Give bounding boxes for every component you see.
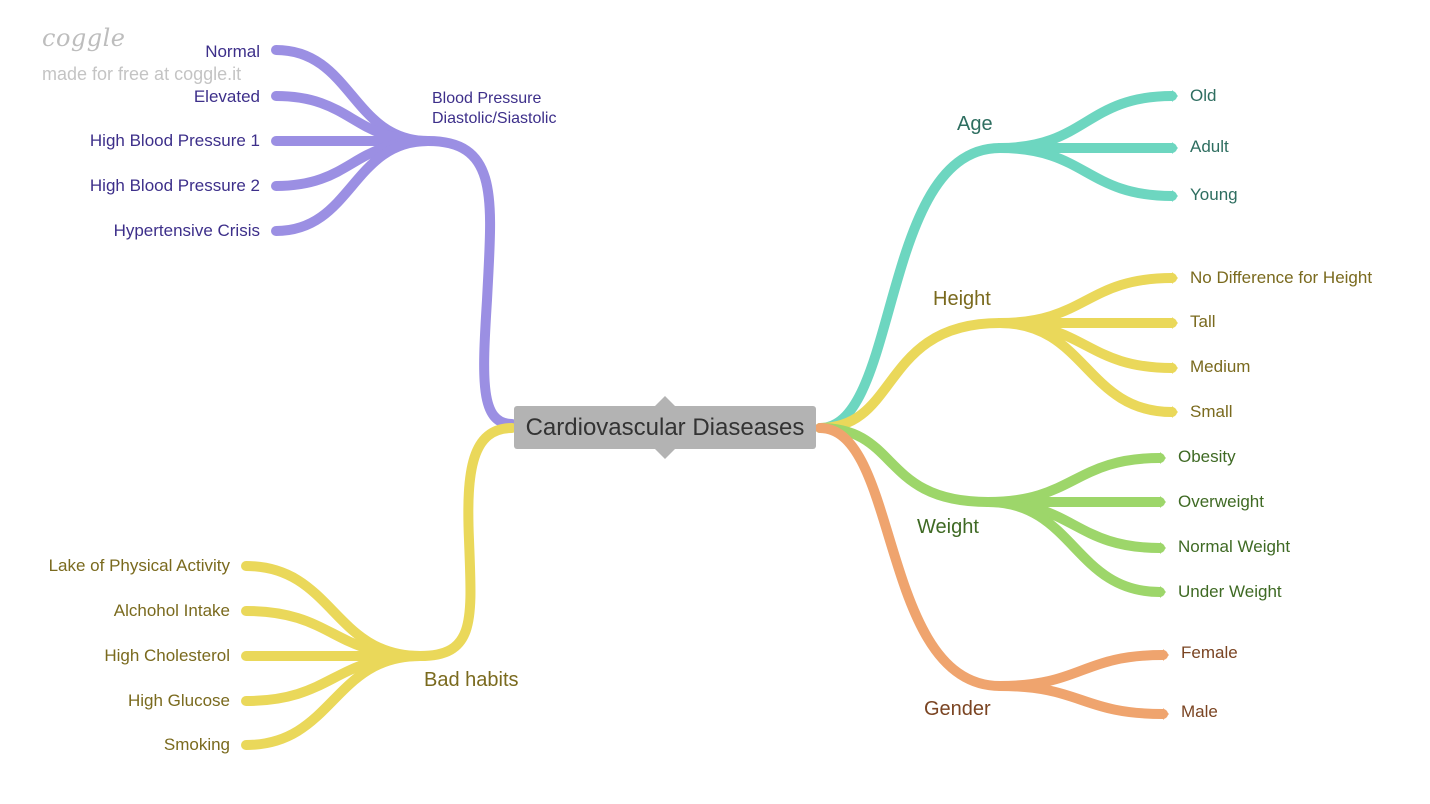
leaf-high-glucose[interactable]: High Glucose: [127, 691, 230, 710]
connector-gender-male: [995, 681, 1168, 719]
central-topic-top-tip: [655, 396, 675, 406]
arrow-age-young: [1172, 190, 1178, 202]
leaf-high-cholesterol[interactable]: High Cholesterol: [104, 646, 230, 665]
leaf-obesity[interactable]: Obesity: [1178, 447, 1236, 466]
branch-height-label[interactable]: Height: [933, 288, 991, 310]
leaf-small[interactable]: Small: [1190, 402, 1233, 421]
arrow-height-tall: [1172, 317, 1178, 329]
branch-blood-pressure-label[interactable]: Blood Pressure Diastolic/Siastolic: [432, 89, 556, 129]
arrow-height-small: [1172, 406, 1178, 418]
branch-gender-label[interactable]: Gender: [924, 698, 991, 720]
leaf-normal[interactable]: Normal: [205, 42, 260, 61]
arrow-weight-normal-weight: [1160, 542, 1166, 554]
leaf-hypertensive-crisis[interactable]: Hypertensive Crisis: [113, 221, 260, 240]
connector-blood-pressure: [423, 136, 517, 429]
branch-age-label[interactable]: Age: [957, 113, 993, 135]
connector-gender-female: [995, 650, 1168, 691]
connector-age-old: [995, 91, 1177, 153]
leaf-high-blood-pressure-1[interactable]: High Blood Pressure 1: [89, 131, 260, 150]
arrow-weight-obesity: [1160, 452, 1166, 464]
branch-blood-pressure-line1: Blood Pressure: [432, 90, 542, 107]
leaf-adult[interactable]: Adult: [1190, 137, 1229, 156]
arrow-weight-overweight: [1160, 496, 1166, 508]
connector-age: [815, 143, 1005, 433]
leaf-tall[interactable]: Tall: [1190, 312, 1216, 331]
leaf-high-blood-pressure-2[interactable]: High Blood Pressure 2: [89, 176, 260, 195]
leaf-medium[interactable]: Medium: [1190, 357, 1251, 376]
central-topic-bottom-tip: [655, 449, 675, 459]
arrow-height-no-difference: [1172, 272, 1178, 284]
central-topic[interactable]: Cardiovascular Diaseases: [514, 406, 816, 449]
connector-height-small: [995, 318, 1177, 417]
arrow-age-old: [1172, 90, 1178, 102]
branch-weight-label[interactable]: Weight: [917, 516, 979, 538]
arrow-age-adult: [1172, 142, 1178, 154]
connector-gender: [815, 423, 1005, 691]
leaf-young[interactable]: Young: [1190, 185, 1238, 204]
leaf-elevated[interactable]: Elevated: [193, 87, 260, 106]
coggle-logo-text: coggle: [42, 24, 126, 52]
leaf-male[interactable]: Male: [1181, 702, 1218, 721]
connector-blood-pressure-leaf-5: [271, 136, 433, 236]
leaf-under-weight[interactable]: Under Weight: [1178, 582, 1282, 601]
arrow-gender-male: [1163, 708, 1169, 720]
central-topic-label: Cardiovascular Diaseases: [525, 413, 805, 441]
connector-height: [815, 318, 1005, 433]
arrow-weight-under-weight: [1160, 586, 1166, 598]
branch-bad-habits-label[interactable]: Bad habits: [424, 669, 519, 691]
leaf-overweight[interactable]: Overweight: [1178, 492, 1264, 511]
coggle-tagline: made for free at coggle.it: [42, 64, 242, 84]
connector-weight: [815, 423, 993, 507]
leaf-alcohol-intake[interactable]: Alchohol Intake: [113, 601, 230, 620]
connector-bad-habits: [415, 423, 517, 661]
connector-weight-obesity: [983, 453, 1165, 507]
leaf-old[interactable]: Old: [1190, 86, 1217, 105]
branch-blood-pressure-line2: Diastolic/Siastolic: [432, 110, 557, 127]
arrow-height-medium: [1172, 362, 1178, 374]
leaf-lack-of-physical-activity[interactable]: Lake of Physical Activity: [48, 556, 230, 575]
leaf-female[interactable]: Female: [1181, 643, 1238, 662]
connector-bad-habits-leaf-5: [241, 651, 425, 750]
connector-weight-under-weight: [983, 497, 1165, 597]
coggle-logo: coggle: [42, 24, 126, 52]
leaf-smoking[interactable]: Smoking: [163, 735, 230, 754]
leaf-normal-weight[interactable]: Normal Weight: [1178, 537, 1291, 556]
leaf-no-difference-for-height[interactable]: No Difference for Height: [1190, 268, 1373, 287]
connector-age-young: [995, 143, 1177, 201]
arrow-gender-female: [1163, 649, 1169, 661]
connector-height-no-difference: [995, 273, 1177, 328]
